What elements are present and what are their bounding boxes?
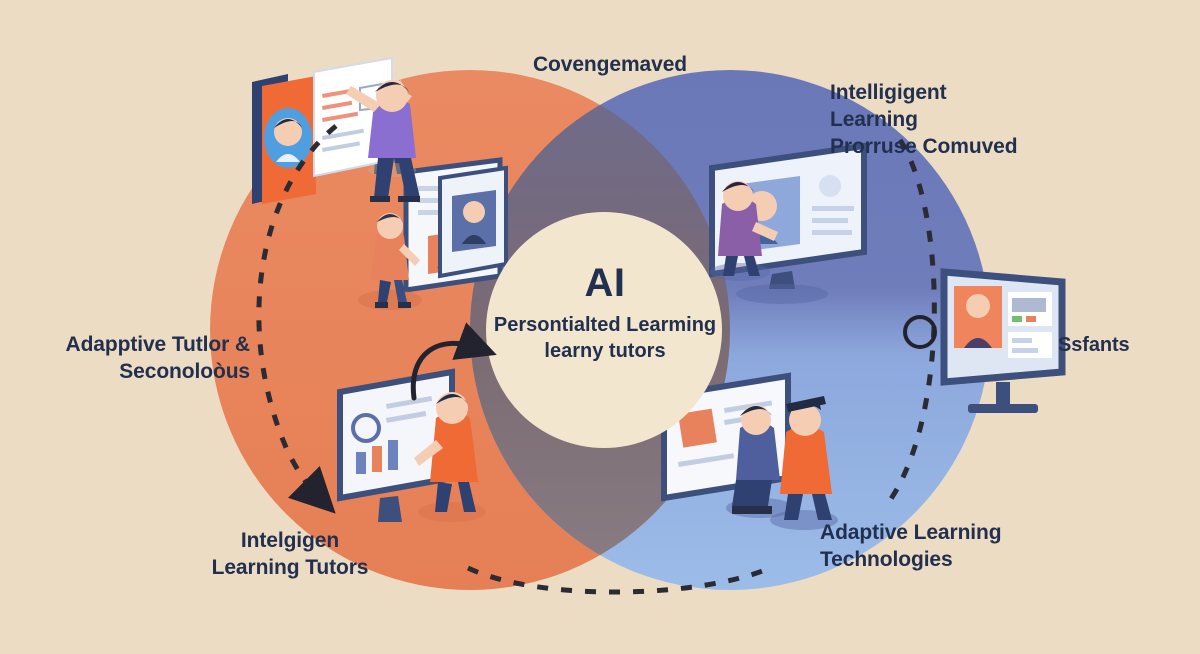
label-ssfants: Ssfants [1058,334,1130,356]
illustration-person-orange-bottom [414,392,486,522]
label-intelligent-learning: Intelligigent Learning Prorruse Comuved [830,81,1018,158]
illustration-top-left-board [252,56,420,204]
illustration-person-purple [346,80,420,202]
center-subtitle-line1: Persontialted Learming [493,314,717,336]
label-adaptive-tutor: Adapptive Tutlor & Seconoloòus [65,333,251,383]
illustration-person-kneeling [726,405,794,518]
center-subtitle-line2: learny tutors [544,340,666,362]
illustration-child-at-monitor [710,181,778,281]
diagram-title: Covengemaved [532,53,688,76]
center-heading: AI [584,261,626,305]
arc-node-circle [903,315,937,349]
illustration-video-call-screen [403,157,508,293]
illustration-right-monitor [940,268,1066,413]
right-circle-illustrations [661,142,867,530]
dashed-arc-bottom [466,565,771,595]
overlap-region [470,70,730,590]
illustration-person-standing-left [358,213,422,310]
illustration-graduate-person [770,396,838,530]
label-adaptive-learning-technologies: Adaptive Learning Technologies [820,521,1002,571]
center-disc [486,212,722,448]
label-intelligent-learning-tutors: Intelgigen Learning Tutors [211,529,369,579]
center-label-group: AI Persontialted Learming learny tutors [470,262,740,364]
curved-arrow-to-center [410,322,497,401]
